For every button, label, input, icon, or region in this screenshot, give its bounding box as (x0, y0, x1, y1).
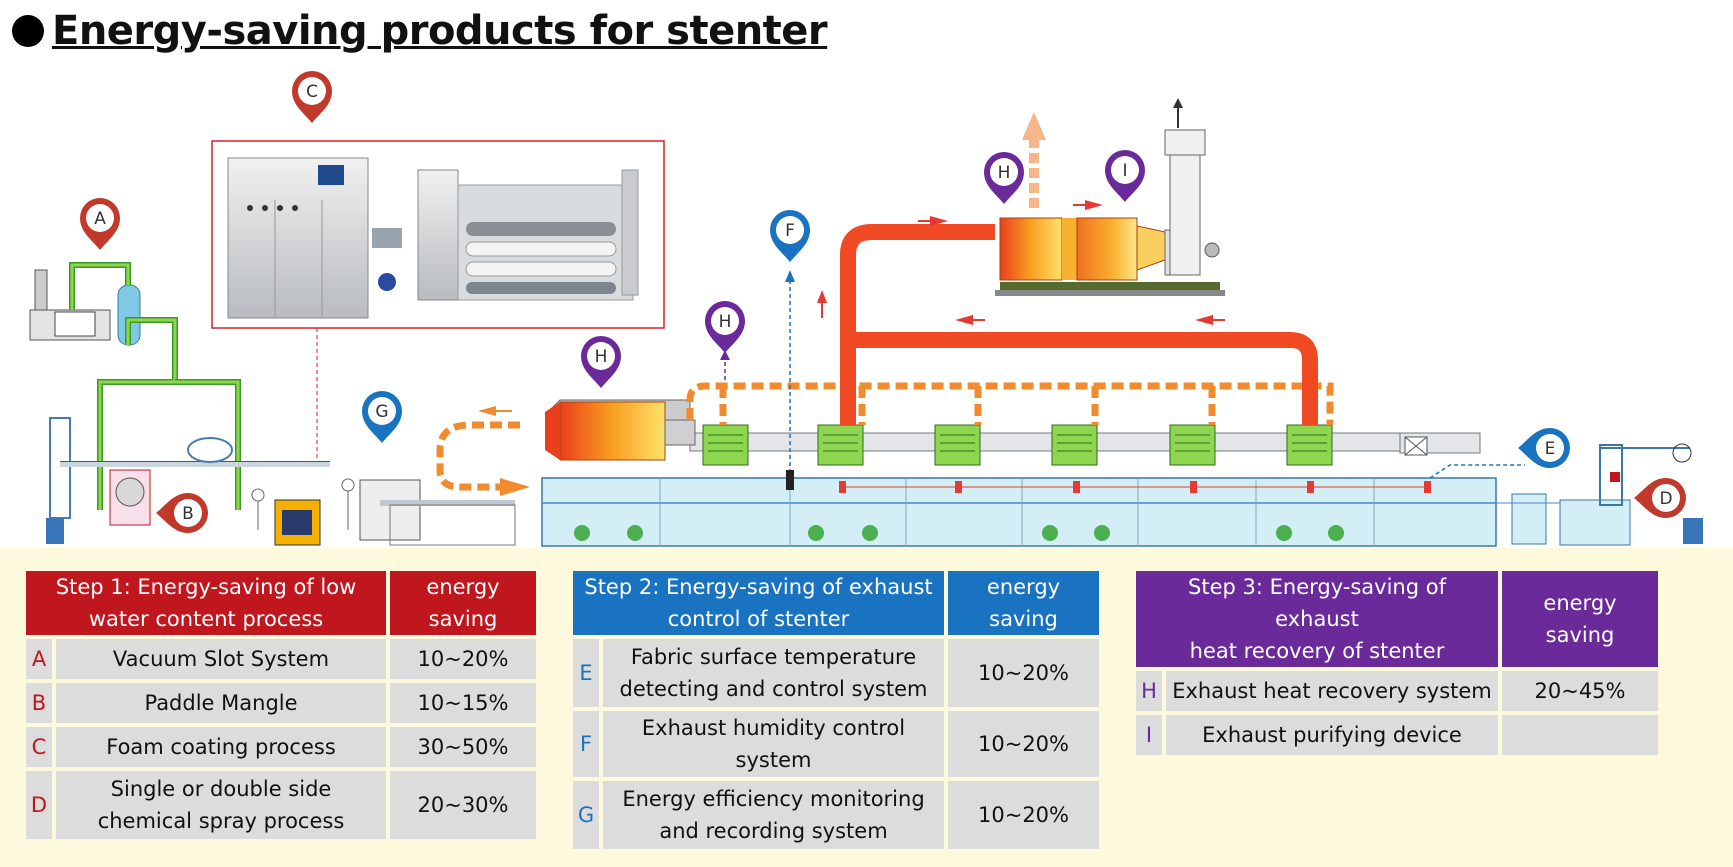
row-name: Energy efficiency monitoring and recordi… (603, 781, 944, 849)
row-name-line2: and recording system (659, 819, 888, 843)
row-key: I (1136, 715, 1162, 755)
marker-f: F (770, 210, 810, 262)
row-key: A (26, 639, 52, 679)
marker-h-left: H (581, 336, 621, 388)
exhaust-dashed-duct (436, 382, 1334, 491)
row-key: H (1136, 671, 1162, 711)
step3-header-line1: Step 3: Energy-saving of exhaust (1188, 575, 1446, 631)
row-name: Exhaust humidity control system (603, 711, 944, 777)
flow-arrows (478, 98, 1525, 490)
svg-text:D: D (1659, 489, 1672, 509)
step2-saving-header: energy saving (948, 571, 1099, 635)
exhaust-main-duct (840, 224, 1318, 425)
row-name: Single or double side chemical spray pro… (56, 771, 386, 839)
table-row: G Energy efficiency monitoring and recor… (573, 781, 1099, 849)
row-key: C (26, 727, 52, 767)
row-saving: 20~30% (390, 771, 536, 839)
row-key: F (573, 711, 599, 777)
row-name-line1: Single or double side (110, 777, 332, 801)
bullet-icon (12, 15, 44, 47)
step2-header: Step 2: Energy-saving of exhaust control… (573, 571, 944, 635)
step1-header-line1: Step 1: Energy-saving of low (55, 575, 357, 599)
row-saving: 10~20% (948, 781, 1099, 849)
step3-saving-header: energy saving (1502, 571, 1658, 667)
row-name: Fabric surface temperature detecting and… (603, 639, 944, 707)
step1-saving-header: energy saving (390, 571, 536, 635)
svg-text:A: A (94, 209, 106, 229)
marker-i: I (1105, 150, 1145, 202)
table-row: B Paddle Mangle 10~15% (26, 683, 536, 723)
vacuum-slot-equipment (29, 262, 241, 510)
svg-text:I: I (1122, 161, 1127, 181)
step3-table: Step 3: Energy-saving of exhaust heat re… (1132, 567, 1662, 759)
heat-recovery-unit (995, 129, 1225, 296)
step2-header-line1: Step 2: Energy-saving of exhaust (584, 575, 933, 599)
row-saving: 10~20% (948, 639, 1099, 707)
step1-table: Step 1: Energy-saving of low water conte… (22, 567, 540, 843)
row-key: D (26, 771, 52, 839)
row-name: Exhaust heat recovery system (1166, 671, 1498, 711)
page-title: Energy-saving products for stenter (52, 8, 828, 54)
table-row: A Vacuum Slot System 10~20% (26, 639, 536, 679)
paddle-mangle-equipment (46, 417, 330, 546)
row-name-line1: Energy efficiency monitoring (622, 787, 925, 811)
row-key: G (573, 781, 599, 849)
table-row: E Fabric surface temperature detecting a… (573, 639, 1099, 707)
marker-h-top: H (984, 152, 1024, 204)
row-key: B (26, 683, 52, 723)
row-name: Exhaust purifying device (1166, 715, 1498, 755)
svg-text:H: H (595, 347, 608, 367)
marker-d: D (1634, 478, 1686, 518)
svg-text:E: E (1545, 439, 1556, 459)
row-name: Paddle Mangle (56, 683, 386, 723)
row-saving: 10~15% (390, 683, 536, 723)
marker-e: E (1518, 428, 1570, 468)
table-row: C Foam coating process 30~50% (26, 727, 536, 767)
marker-h-middle: H (705, 301, 745, 353)
title-block: Energy-saving products for stenter (12, 8, 828, 54)
step3-header: Step 3: Energy-saving of exhaust heat re… (1136, 571, 1498, 667)
row-saving (1502, 715, 1658, 755)
svg-text:H: H (719, 312, 732, 332)
row-name-line2: chemical spray process (97, 809, 345, 833)
svg-text:G: G (375, 402, 388, 422)
row-saving: 10~20% (948, 711, 1099, 777)
row-name: Vacuum Slot System (56, 639, 386, 679)
step2-table: Step 2: Energy-saving of exhaust control… (569, 567, 1103, 853)
step2-header-line2: control of stenter (667, 607, 850, 631)
step3-header-line2: heat recovery of stenter (1189, 639, 1445, 663)
svg-text:F: F (785, 221, 795, 241)
row-saving: 10~20% (390, 639, 536, 679)
row-name-line2: detecting and control system (619, 677, 928, 701)
marker-g: G (362, 391, 402, 443)
row-key: E (573, 639, 599, 707)
foam-coating-photo (211, 140, 665, 329)
row-name: Foam coating process (56, 727, 386, 767)
table-row: F Exhaust humidity control system 10~20% (573, 711, 1099, 777)
marker-b: B (156, 493, 208, 533)
step1-header: Step 1: Energy-saving of low water conte… (26, 571, 386, 635)
table-row: I Exhaust purifying device (1136, 715, 1658, 755)
marker-c: C (292, 71, 332, 123)
row-saving: 20~45% (1502, 671, 1658, 711)
row-saving: 30~50% (390, 727, 536, 767)
svg-text:H: H (998, 163, 1011, 183)
heat-exchanger-left (545, 399, 696, 461)
row-name-line1: Fabric surface temperature (630, 645, 917, 669)
stenter-diagram: A C B D G F E (29, 71, 1703, 547)
marker-a: A (80, 198, 120, 250)
step1-header-line2: water content process (88, 607, 324, 631)
table-row: D Single or double side chemical spray p… (26, 771, 536, 839)
svg-text:B: B (182, 504, 194, 524)
entry-section (341, 478, 516, 546)
stenter-body (541, 424, 1703, 547)
svg-text:C: C (306, 82, 318, 102)
table-row: H Exhaust heat recovery system 20~45% (1136, 671, 1658, 711)
